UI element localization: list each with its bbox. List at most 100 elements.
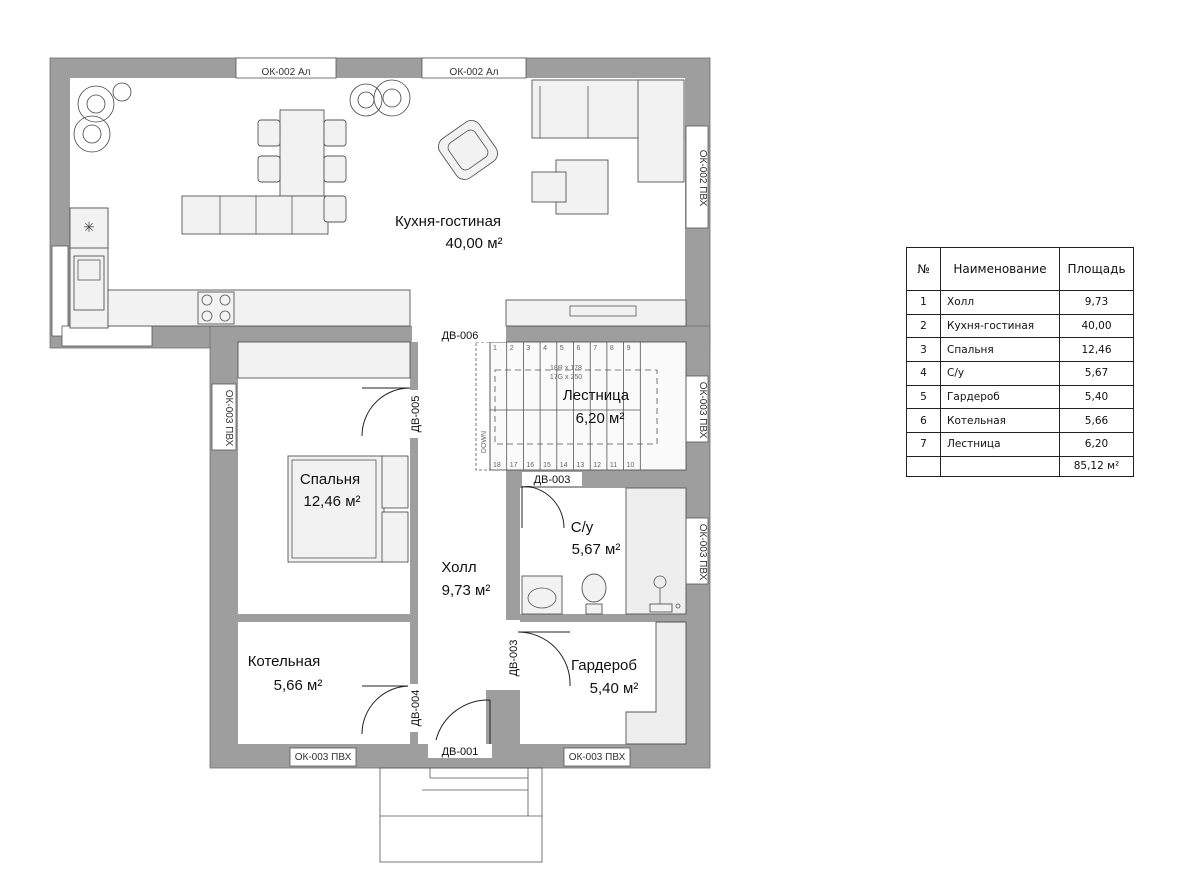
room-name-bedroom: Спальня bbox=[300, 471, 360, 488]
stair-step-number: 16 bbox=[526, 462, 534, 469]
room-labels: Кухня-гостиная 40,00 м² Спальня 12,46 м²… bbox=[248, 213, 639, 697]
room-name-stairs: Лестница bbox=[563, 387, 630, 404]
wc-furniture bbox=[521, 487, 687, 615]
bed bbox=[287, 455, 385, 563]
table-cell-area: 9,73 bbox=[1059, 290, 1134, 315]
window-left-kitchen bbox=[51, 245, 69, 337]
stair-step-number: 6 bbox=[577, 345, 581, 352]
room-area-bedroom: 12,46 м² bbox=[303, 493, 360, 510]
door-tag-d006: ДВ-006 bbox=[442, 330, 479, 342]
door-tag-d001: ДВ-001 bbox=[442, 746, 479, 758]
windows: ОК-002 Ал ОК-002 Ал ОК-002 ПВХ ОК-003 ПВ… bbox=[51, 57, 709, 767]
door-tag-d003-wc: ДВ-003 bbox=[534, 474, 571, 486]
armchair bbox=[438, 120, 498, 180]
window-right-1-label: ОК-002 ПВХ bbox=[697, 150, 708, 207]
table-header-row: № Наименование Площадь bbox=[906, 247, 1134, 291]
table-cell-area: 5,66 bbox=[1059, 408, 1134, 434]
table-cell-name: Холл bbox=[940, 290, 1060, 315]
room-area-wardrobe: 5,40 м² bbox=[590, 680, 639, 697]
table-cell-number: 4 bbox=[906, 361, 941, 386]
stairs-down: DOWN bbox=[481, 431, 488, 453]
room-name-wc: С/у bbox=[571, 519, 594, 536]
table-total-area: 85,12 м² bbox=[1059, 455, 1134, 477]
window-bottom-1 bbox=[289, 747, 357, 767]
window-top-2 bbox=[421, 57, 527, 79]
window-right-2-label: ОК-003 ПВХ bbox=[697, 382, 708, 439]
kitchen-furniture: ✳ bbox=[69, 79, 687, 329]
stair-step-number: 1 bbox=[493, 345, 497, 352]
stair-step-number: 11 bbox=[610, 462, 617, 469]
room-area-living: 40,00 м² bbox=[445, 235, 502, 252]
hood-icon: ✳ bbox=[83, 219, 95, 235]
room-area-hall: 9,73 м² bbox=[442, 582, 491, 599]
table-cell-number: 2 bbox=[906, 313, 941, 339]
window-top-1 bbox=[235, 57, 337, 79]
table-cell-name: Котельная bbox=[940, 408, 1060, 434]
door-tag-d003-wardrobe: ДВ-003 bbox=[508, 640, 520, 677]
table-header-number: № bbox=[906, 247, 941, 291]
window-left-1-label: ОК-003 ПВХ bbox=[223, 390, 234, 447]
window-right-3-label: ОК-003 ПВХ bbox=[697, 524, 708, 581]
table-cell-number: 1 bbox=[906, 290, 941, 315]
doors bbox=[361, 387, 571, 744]
window-left-1 bbox=[211, 383, 237, 451]
room-name-hall: Холл bbox=[441, 559, 476, 576]
stair-step-number: 14 bbox=[560, 462, 568, 469]
stair-step-number: 3 bbox=[526, 345, 530, 352]
stair-step-number: 5 bbox=[560, 345, 564, 352]
window-bottom-2 bbox=[563, 747, 631, 767]
stair-step-number: 15 bbox=[543, 462, 551, 469]
stove-icon bbox=[197, 291, 235, 325]
table-cell-area: 12,46 bbox=[1059, 337, 1134, 363]
room-name-living: Кухня-гостиная bbox=[395, 213, 501, 230]
stair-step-number: 12 bbox=[593, 462, 601, 469]
table-cell-area: 40,00 bbox=[1059, 313, 1134, 339]
stair-step-number: 9 bbox=[627, 345, 631, 352]
sofa bbox=[531, 79, 685, 183]
door-tag-d004: ДВ-004 bbox=[410, 690, 422, 727]
bedroom-furniture bbox=[237, 341, 411, 563]
stair-step-number: 13 bbox=[577, 462, 585, 469]
window-bottom-2-label: ОК-003 ПВХ bbox=[569, 752, 626, 763]
table-cell-number: 5 bbox=[906, 384, 941, 410]
table-cell-name: Гардероб bbox=[940, 384, 1060, 410]
room-area-boiler: 5,66 м² bbox=[274, 677, 323, 694]
door-tag-d005: ДВ-005 bbox=[410, 396, 422, 433]
porch bbox=[379, 767, 543, 863]
stair-step-number: 4 bbox=[543, 345, 547, 352]
table-header-area: Площадь bbox=[1059, 247, 1134, 291]
plant-icon bbox=[73, 79, 411, 153]
table-cell-name: Лестница bbox=[940, 432, 1060, 457]
stair-step-number: 2 bbox=[510, 345, 514, 352]
table-cell-number: 3 bbox=[906, 337, 941, 363]
stair-step-number: 8 bbox=[610, 345, 614, 352]
table-cell-name: Кухня-гостиная bbox=[940, 313, 1060, 339]
room-area-wc: 5,67 м² bbox=[572, 541, 621, 558]
table-total-row: 85,12 м² bbox=[906, 455, 1134, 477]
toilet-icon bbox=[581, 573, 607, 615]
table-cell-area: 5,67 bbox=[1059, 361, 1134, 386]
boiler-icon bbox=[649, 575, 681, 613]
window-top-1-label: ОК-002 Ал bbox=[262, 67, 311, 78]
room-name-boiler: Котельная bbox=[248, 653, 321, 670]
wardrobe-furniture bbox=[625, 621, 687, 745]
table-cell-area: 6,20 bbox=[1059, 432, 1134, 457]
window-top-2-label: ОК-002 Ал bbox=[450, 67, 499, 78]
table-cell-name: С/у bbox=[940, 361, 1060, 386]
stair-step-number: 18 bbox=[493, 462, 501, 469]
window-right-1 bbox=[685, 125, 709, 229]
chairs bbox=[257, 119, 347, 223]
window-bottom-kitchen bbox=[61, 325, 153, 347]
table-cell-name: Спальня bbox=[940, 337, 1060, 363]
window-bottom-1-label: ОК-003 ПВХ bbox=[295, 752, 352, 763]
table-cell-number: 6 bbox=[906, 408, 941, 434]
